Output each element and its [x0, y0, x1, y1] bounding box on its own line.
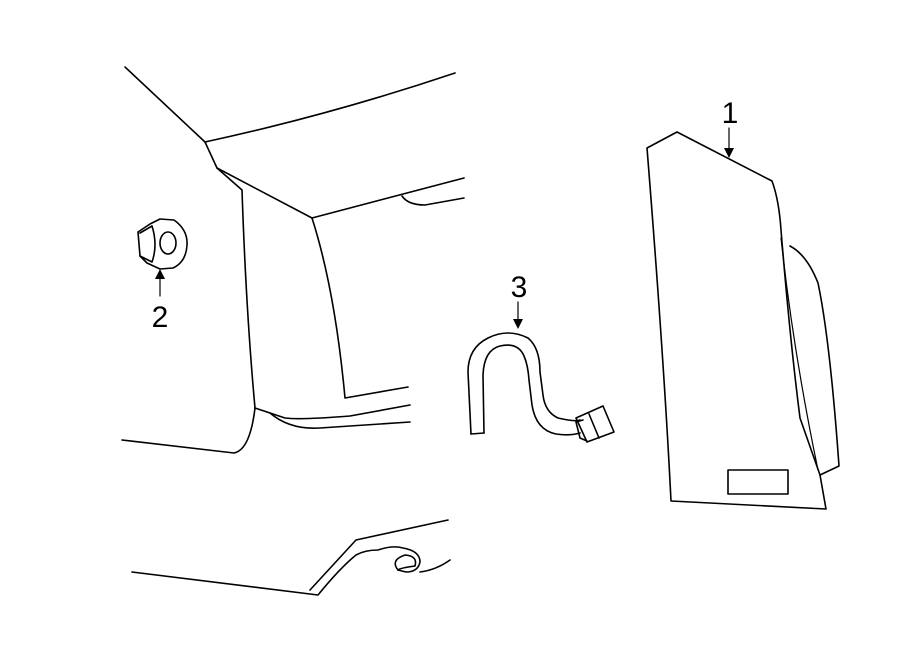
tail-lamp	[646, 131, 840, 510]
vehicle-body	[121, 66, 465, 596]
lower-valance	[309, 519, 449, 591]
tail-lamp-reflector	[727, 469, 789, 495]
callout-2-number: 2	[152, 301, 169, 334]
harness-connector-detail	[575, 413, 600, 442]
nut-hex-face	[139, 225, 156, 263]
nut-flange	[137, 218, 188, 270]
deck-lid-top	[204, 72, 456, 143]
deck-lid-lower	[401, 195, 465, 206]
bumper-top	[254, 404, 411, 420]
lower-valance-edge	[419, 559, 451, 573]
callout-2: 2	[152, 269, 169, 334]
callout-3: 3	[511, 271, 528, 329]
harness-connector	[575, 405, 615, 443]
exhaust-cutout	[394, 554, 417, 571]
callout-2-arrowhead	[155, 269, 165, 279]
harness-wire-outer	[467, 332, 581, 435]
wire-harness	[467, 332, 615, 443]
callout-1: 1	[722, 97, 739, 158]
lamp-opening-inner	[311, 217, 409, 399]
quarter-panel-edge	[121, 167, 256, 454]
callout-1-arrowhead	[724, 148, 734, 158]
tail-lamp-side	[789, 245, 840, 476]
callout-1-number: 1	[722, 97, 739, 130]
body-crease	[204, 141, 313, 219]
nut	[137, 218, 188, 270]
deck-lid-edge	[311, 177, 465, 219]
bumper-bottom	[131, 546, 421, 596]
tail-lamp-housing	[646, 131, 827, 510]
harness-wire-inner	[482, 344, 581, 436]
nut-hole	[159, 231, 177, 255]
roof-line	[124, 66, 206, 143]
callout-3-arrowhead	[513, 319, 523, 329]
bumper-crease	[269, 412, 411, 430]
tail-lamp-reflector-line	[780, 237, 819, 471]
callout-3-number: 3	[511, 271, 528, 304]
harness-wire-end	[470, 432, 485, 435]
